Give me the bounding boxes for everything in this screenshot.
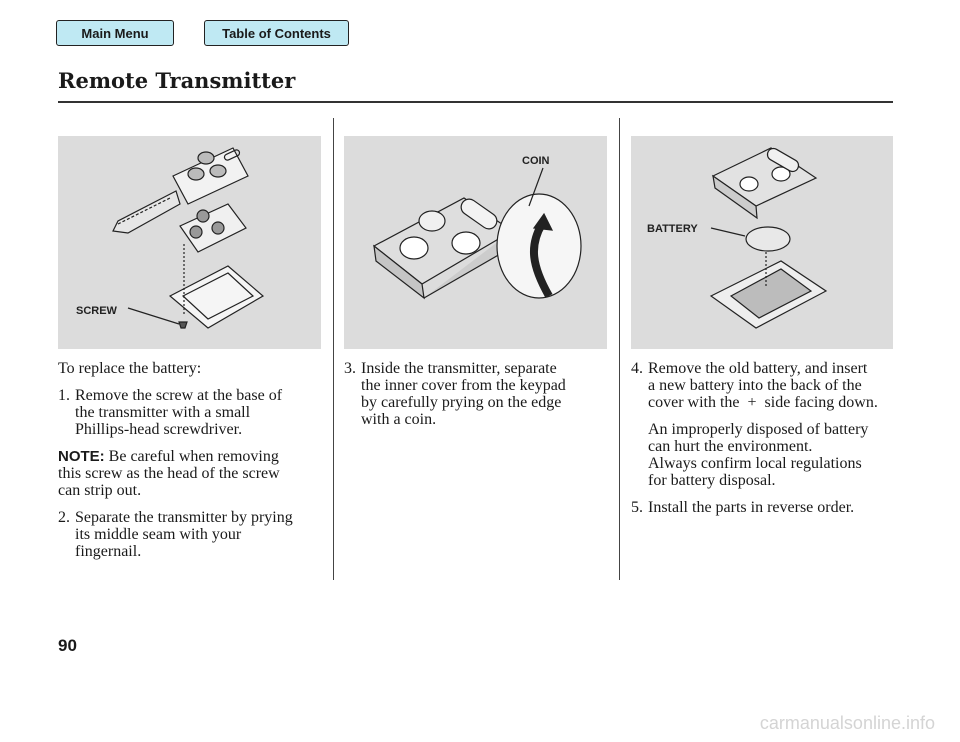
column-2-text: 3. Inside the transmitter, separate the i…: [344, 360, 614, 428]
step-3-line-1: Inside the transmitter, separate: [361, 360, 557, 377]
note-label: NOTE:: [58, 448, 105, 465]
step-5-line-1: Install the parts in reverse order.: [648, 499, 855, 516]
step-1-line-3: Phillips-head screwdriver.: [75, 421, 243, 438]
title-rule: [58, 101, 893, 103]
table-of-contents-button[interactable]: Table of Contents: [204, 20, 349, 46]
coin-callout: COIN: [522, 155, 550, 167]
step-2-line-2: its middle seam with your: [75, 526, 242, 543]
step-4-number: 4.: [631, 360, 643, 377]
column-divider-1: [333, 118, 334, 580]
step-2-line-1: Separate the transmitter by prying: [75, 509, 293, 526]
warning-line-1: An improperly disposed of battery: [648, 421, 869, 438]
intro-text: To replace the battery:: [58, 360, 202, 377]
column-divider-2: [619, 118, 620, 580]
page-number: 90: [58, 636, 77, 655]
step-4-line-3: cover with the + side facing down.: [648, 394, 878, 411]
page-title: Remote Transmitter: [58, 68, 296, 93]
column-1-text: To replace the battery: 1. Remove the scr…: [58, 360, 328, 560]
step-5-number: 5.: [631, 499, 643, 516]
step-4-line-2: a new battery into the back of the: [648, 377, 862, 394]
step-3-line-4: with a coin.: [361, 411, 437, 428]
main-menu-button[interactable]: Main Menu: [56, 20, 174, 46]
step-1-line-2: the transmitter with a small: [75, 404, 251, 421]
note-line-3: can strip out.: [58, 482, 142, 499]
step-3-line-3: by carefully prying on the edge: [361, 394, 562, 411]
step-2-number: 2.: [58, 509, 70, 526]
step-4-line-1: Remove the old battery, and insert: [648, 360, 868, 377]
column-3-text: 4. Remove the old battery, and insert a n…: [631, 360, 896, 516]
figure-coin-pry: COIN: [344, 136, 607, 349]
warning-line-4: for battery disposal.: [648, 472, 776, 489]
transmitter-exploded-illustration: SCREW: [76, 147, 265, 329]
step-3-line-2: the inner cover from the keypad: [361, 377, 566, 394]
warning-line-2: can hurt the environment.: [648, 438, 813, 455]
screw-callout: SCREW: [76, 305, 118, 317]
step-1-line-1: Remove the screw at the base of: [75, 387, 283, 404]
step-1-number: 1.: [58, 387, 70, 404]
note-line-2: this screw as the head of the screw: [58, 465, 280, 482]
figure-transmitter-exploded: SCREW: [58, 136, 321, 349]
battery-replacement-illustration: BATTERY: [647, 147, 828, 329]
watermark: carmanualsonline.info: [759, 713, 935, 733]
battery-callout: BATTERY: [647, 223, 698, 235]
coin-pry-illustration: COIN: [372, 155, 582, 300]
step-2-line-3: fingernail.: [75, 543, 142, 560]
note-line-1: Be careful when removing: [108, 448, 279, 465]
step-3-number: 3.: [344, 360, 356, 377]
warning-line-3: Always confirm local regulations: [648, 455, 862, 472]
figure-battery-replacement: BATTERY: [631, 136, 893, 349]
